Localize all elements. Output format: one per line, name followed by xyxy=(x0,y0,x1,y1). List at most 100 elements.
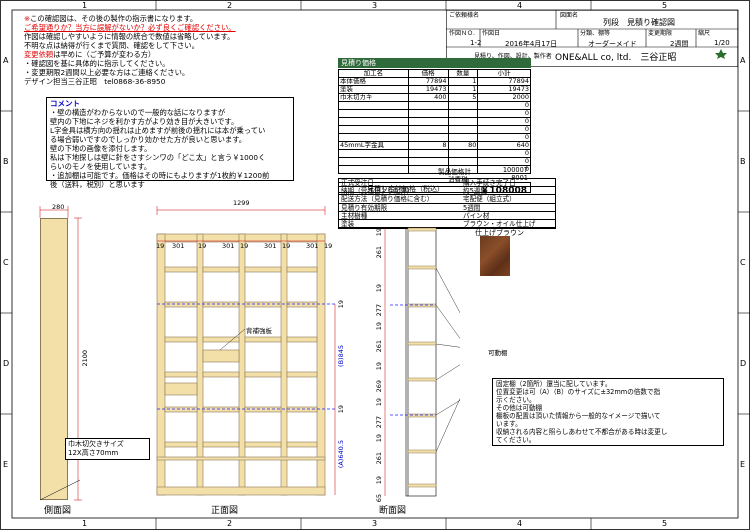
estimate-cell: 0 xyxy=(477,101,531,110)
fixed-note-line: います。 xyxy=(496,420,522,428)
estimate-cell: 400 xyxy=(407,93,449,102)
notice-mark: ※ xyxy=(24,14,31,23)
section-dim: 277 xyxy=(375,304,383,317)
notes-line-5a: 変更依頼 xyxy=(24,50,54,59)
info-table: 正式受注日購入手続き完了日納期（受注日より起算）約5週間配送方法（見積り価格に含… xyxy=(338,178,556,230)
estimate-cell xyxy=(447,157,479,166)
estimate-cell: 640 xyxy=(477,141,531,150)
category-label: 分類、棚等 xyxy=(580,30,611,37)
front-19-dim-1: 19 xyxy=(337,300,345,309)
info-value: 宅配便（組立式） xyxy=(463,195,516,204)
column-dim: 301 xyxy=(172,242,185,250)
grid-row-d: D xyxy=(3,359,10,368)
grid-col-2-bottom: 2 xyxy=(227,519,233,528)
estimate-row: 0 xyxy=(338,149,531,158)
estimate-row: 0 xyxy=(338,109,531,118)
column-dim: 19 xyxy=(324,242,333,250)
comment-title: コメント xyxy=(50,99,80,108)
estimate-cell: 0 xyxy=(477,149,531,158)
front-view xyxy=(156,206,336,496)
section-view xyxy=(384,227,460,497)
grid-col-4: 4 xyxy=(517,1,523,10)
info-row: 塗装ブラウン・オイル仕上げ xyxy=(339,219,555,229)
deadline: 2週間 xyxy=(670,40,689,48)
front-19-dim-2: 19 xyxy=(337,405,345,414)
info-value: 約5週間 xyxy=(463,187,487,196)
grid-row-a: A xyxy=(3,56,9,65)
notes-line-3: 作図は確認しやすいように情報の統合で数値は省略しています。 xyxy=(24,32,235,41)
fixed-note-line: その他は可動棚 xyxy=(496,404,543,412)
notes-block: ※この確認図は、その後の製作の指示書になります。 ご希望通りか？当方に誤解がない… xyxy=(24,14,236,86)
info-label: 塗装 xyxy=(341,219,355,228)
drawing-no: 1-2 xyxy=(470,39,482,47)
column-dim: 19 xyxy=(282,242,291,250)
section-dim: 19 xyxy=(375,284,383,293)
info-value: パイン材 xyxy=(463,211,490,220)
estimate-cell: 8 xyxy=(407,141,449,150)
info-row: 主材樹種 パイン材 xyxy=(339,212,555,220)
back-brace-label: 背補強板 xyxy=(246,325,272,335)
comment-line: L字金具は横方向の揺れは止めますが前後の揺れには本が乗ってい xyxy=(50,126,266,135)
notes-line-5b: は早めに xyxy=(53,50,83,59)
drawing-name: 列段 見積り確認図 xyxy=(603,18,675,27)
column-dim: 301 xyxy=(264,242,277,250)
estimate-cell xyxy=(407,117,449,126)
column-dim: 301 xyxy=(222,242,235,250)
estimate-cell: 0 xyxy=(477,165,531,174)
drawing-date: 2016年4月17日 xyxy=(505,40,558,48)
title-block-frame xyxy=(446,10,738,67)
estimate-cell xyxy=(407,109,449,118)
notes-line-6: ・確認図を基に具体的に指示してください。 xyxy=(24,59,170,68)
subtotal-label: 製品価格計 xyxy=(438,168,471,176)
comment-line: 後（送料，税別）と思います xyxy=(50,180,145,189)
deadline-label: 変更期限 xyxy=(648,30,673,37)
front-view-label: 正面図 xyxy=(211,506,239,516)
column-dim: 19 xyxy=(240,242,249,250)
side-view-dimensions xyxy=(39,206,82,501)
tax-label: 消費税 xyxy=(448,176,468,184)
info-row: 納期（受注日より起算）約5週間 xyxy=(339,187,555,196)
notes-line-5: 変更依頼は早めに（ご予算が変わる方） xyxy=(24,50,236,59)
kick-note: 巾木切欠きサイズ 12X高さ70mm xyxy=(65,438,150,460)
notes-line-8: デザイン担当三谷正昭 tel0868-36-8950 xyxy=(24,77,166,86)
estimate-cell xyxy=(338,117,409,126)
client-label: ご依頼様名 xyxy=(449,12,480,19)
section-dim: 19 xyxy=(375,322,383,331)
estimate-cell xyxy=(338,149,409,158)
scale-label: 縮尺 xyxy=(698,30,711,37)
estimate-cell xyxy=(407,165,449,174)
section-dim: 19 xyxy=(375,362,383,371)
estimate-cell: 0 xyxy=(477,125,531,134)
movable-shelf-label: 可動棚 xyxy=(488,349,508,357)
side-view-label: 側面図 xyxy=(44,506,72,516)
side-depth-dim: 280 xyxy=(52,203,65,211)
info-label: 見積り有効期限 xyxy=(341,203,388,212)
estimate-cell xyxy=(407,157,449,166)
estimate-row: 0 xyxy=(338,117,531,126)
info-label: 主材樹種 xyxy=(341,211,368,220)
comment-line: る場合弱いですのでしっかり効かせた方が良いと思います。 xyxy=(50,135,247,144)
grid-col-5: 5 xyxy=(662,1,668,10)
estimate-row: 0 xyxy=(338,101,531,110)
info-row: 配送方法（見積り価格に含む）宅配便（組立式） xyxy=(339,195,555,204)
maker-label: 見積り、作図、設計、製作者 xyxy=(474,53,552,60)
kick-note-line-1: 巾木切欠きサイズ xyxy=(68,440,124,448)
section-dim: 277 xyxy=(375,416,383,429)
section-dim: 65 xyxy=(375,494,383,503)
kick-note-line-2: 12X高さ70mm xyxy=(68,449,119,457)
section-dim: 19 xyxy=(375,398,383,407)
grid-row-e: E xyxy=(3,460,9,469)
notes-line-5c: （ご予算が変わる方） xyxy=(82,50,156,59)
estimate-row: 0 xyxy=(338,157,531,166)
notes-line-7: ・変更期限2週間以上必要な方はご連絡ください。 xyxy=(24,68,190,77)
estimate-cell xyxy=(338,101,409,110)
notes-line-2a: ご希望通りか？当方に誤解がないか？ xyxy=(24,23,149,32)
grid-col-1: 1 xyxy=(82,1,88,10)
fixed-note-line: 示ください。 xyxy=(496,396,536,404)
estimate-cell xyxy=(447,125,479,134)
front-width-dim: 1299 xyxy=(233,199,250,207)
